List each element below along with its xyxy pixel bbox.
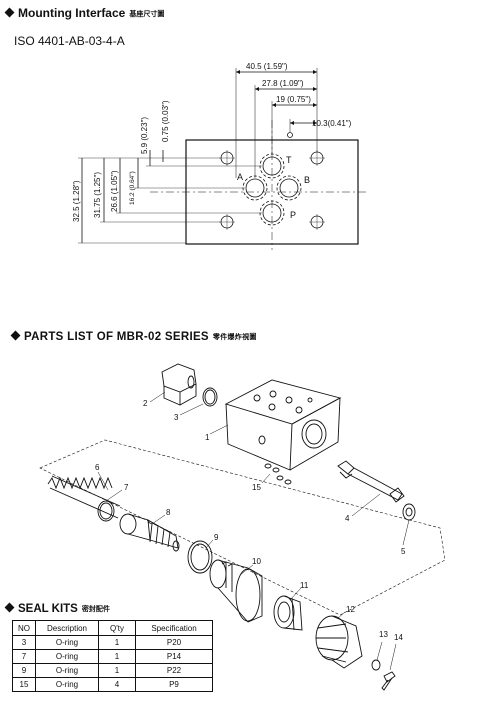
callout-1: 1 <box>205 433 210 442</box>
mounting-title-cn: 基座尺寸圖 <box>129 10 165 18</box>
o-rings-p9 <box>264 463 292 485</box>
callout-13: 13 <box>379 630 388 639</box>
table-header-row: NO Description Q'ty Specification <box>12 620 213 636</box>
port-p-label: P <box>290 210 296 220</box>
hex-plug <box>161 363 197 406</box>
dim-27-8: 27.8 (1.09") <box>262 79 304 88</box>
dim-19: 19 (0.75") <box>276 95 311 104</box>
dim-10-3: 10.3(0.41") <box>312 119 352 128</box>
seal-title: SEAL KITS <box>18 603 78 615</box>
callout-15: 15 <box>252 483 261 492</box>
port-b-label: B <box>304 175 310 185</box>
dim-5-9: 5.9 (0.23") <box>140 117 149 154</box>
callout-4: 4 <box>345 514 350 523</box>
parts-title: PARTS LIST OF MBR-02 SERIES <box>24 331 209 343</box>
port-t-label: T <box>286 155 292 165</box>
bonnet <box>209 559 263 623</box>
spool-pin <box>337 460 405 503</box>
callout-11: 11 <box>300 581 309 590</box>
seal-title-cn: 密封配件 <box>81 605 110 613</box>
o-ring-p20 <box>202 387 218 407</box>
dim-0-75: 0.75 (0.03") <box>161 100 170 142</box>
callout-5: 5 <box>401 547 406 556</box>
callout-9: 9 <box>214 533 219 542</box>
callout-8: 8 <box>166 508 171 517</box>
valve-body-block <box>224 379 342 471</box>
mounting-title: Mounting Interface <box>18 6 126 20</box>
port-b <box>279 178 299 198</box>
mounting-plate-drawing <box>78 68 368 250</box>
lock-nut <box>273 595 303 631</box>
adjusting-screw <box>119 513 180 552</box>
dim-31-75: 31.75 (1.25") <box>93 172 102 218</box>
port-p <box>262 203 282 223</box>
port-t <box>262 156 282 176</box>
adjusting-knob <box>315 615 363 669</box>
callout-7: 7 <box>124 483 129 492</box>
part-callouts: 1 2 3 4 5 6 7 8 9 10 11 12 13 14 15 <box>95 399 406 642</box>
dim-40-5: 40.5 (1.59") <box>246 62 288 71</box>
dim-16-2: 16.2 (0.64") <box>129 171 136 205</box>
mounting-dimension-labels: 40.5 (1.59") 27.8 (1.09") 19 (0.75") 10.… <box>72 62 352 222</box>
set-screw <box>381 671 396 691</box>
o-ring-p22 <box>187 540 213 574</box>
spring <box>47 475 121 519</box>
iso-standard: ISO 4401-AB-03-4-A <box>14 34 125 48</box>
callout-12: 12 <box>346 605 355 614</box>
col-description: Description <box>35 620 99 636</box>
callout-6: 6 <box>95 463 100 472</box>
exploded-parts-drawing <box>39 363 446 691</box>
small-nut <box>371 659 381 671</box>
callout-10: 10 <box>252 557 261 566</box>
port-a <box>245 178 265 198</box>
parts-title-cn: 零件爆炸視圖 <box>212 333 257 341</box>
col-qty: Q'ty <box>98 620 136 636</box>
dim-32-5: 32.5 (1.28") <box>72 180 81 222</box>
dim-26-6: 26.6 (1.05") <box>110 170 119 212</box>
col-no: NO <box>12 620 36 636</box>
port-a-label: A <box>237 172 243 182</box>
callout-14: 14 <box>394 633 403 642</box>
washer <box>402 503 416 521</box>
callout-3: 3 <box>174 413 179 422</box>
col-specification: Specification <box>135 620 213 636</box>
callout-2: 2 <box>143 399 148 408</box>
